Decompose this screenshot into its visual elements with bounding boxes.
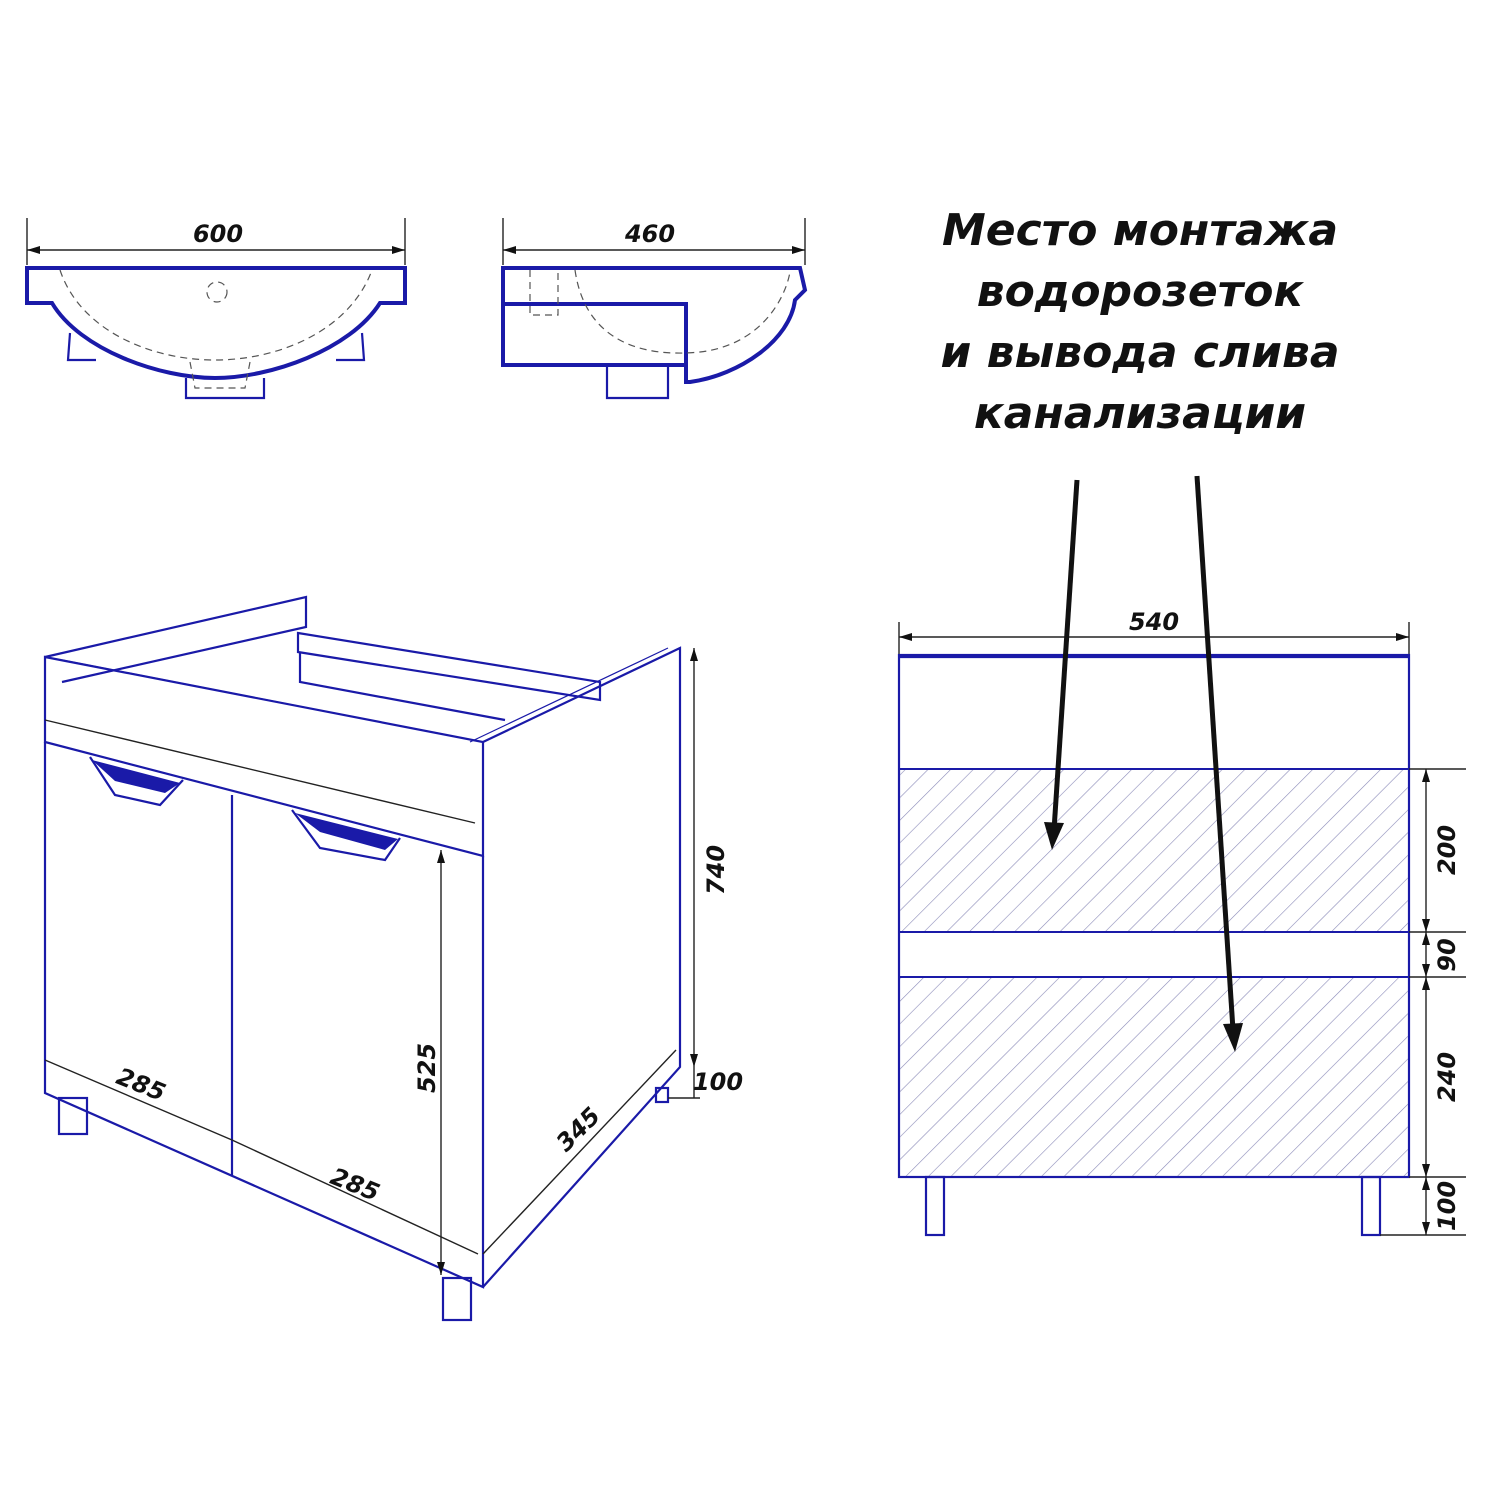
arrow-to-lower-zone: [1223, 1023, 1243, 1052]
basin-width-label: 600: [193, 220, 243, 248]
back-leg-label: 100: [1433, 1181, 1461, 1231]
basin-side-view: 460: [501, 218, 808, 400]
lower-hatched-zone: [898, 976, 1410, 1178]
heading-line-1: Место монтажа: [941, 205, 1339, 256]
back-gap-label: 90: [1433, 938, 1461, 971]
cabinet-back-view: 540 200 90 240 100: [897, 608, 1466, 1237]
cabinet-door-height-label: 525: [413, 1043, 441, 1093]
basin-front-view: 600: [25, 218, 407, 400]
cabinet-door-right-label: 285: [327, 1162, 384, 1207]
back-width-label: 540: [1129, 608, 1179, 636]
back-upper-zone-label: 200: [1433, 825, 1461, 875]
pointer-arrows: [1044, 475, 1243, 1052]
heading-line-3: и вывода слива: [940, 327, 1340, 378]
back-lower-zone-label: 240: [1433, 1052, 1461, 1102]
cabinet-leg-label: 100: [693, 1068, 743, 1096]
arrow-to-upper-zone: [1044, 822, 1064, 850]
heading-line-4: канализации: [973, 388, 1307, 439]
basin-depth-label: 460: [624, 220, 675, 248]
upper-hatched-zone: [898, 768, 1410, 933]
cabinet-height-label: 740: [702, 845, 730, 895]
cabinet-depth-label: 345: [551, 1102, 606, 1157]
mounting-note-heading: Место монтажа водорозеток и вывода слива…: [880, 200, 1400, 444]
cabinet-isometric: 740 100 525 285 285 345: [43, 595, 743, 1322]
cabinet-door-left-label: 285: [113, 1062, 170, 1107]
heading-line-2: водорозеток: [976, 266, 1304, 317]
